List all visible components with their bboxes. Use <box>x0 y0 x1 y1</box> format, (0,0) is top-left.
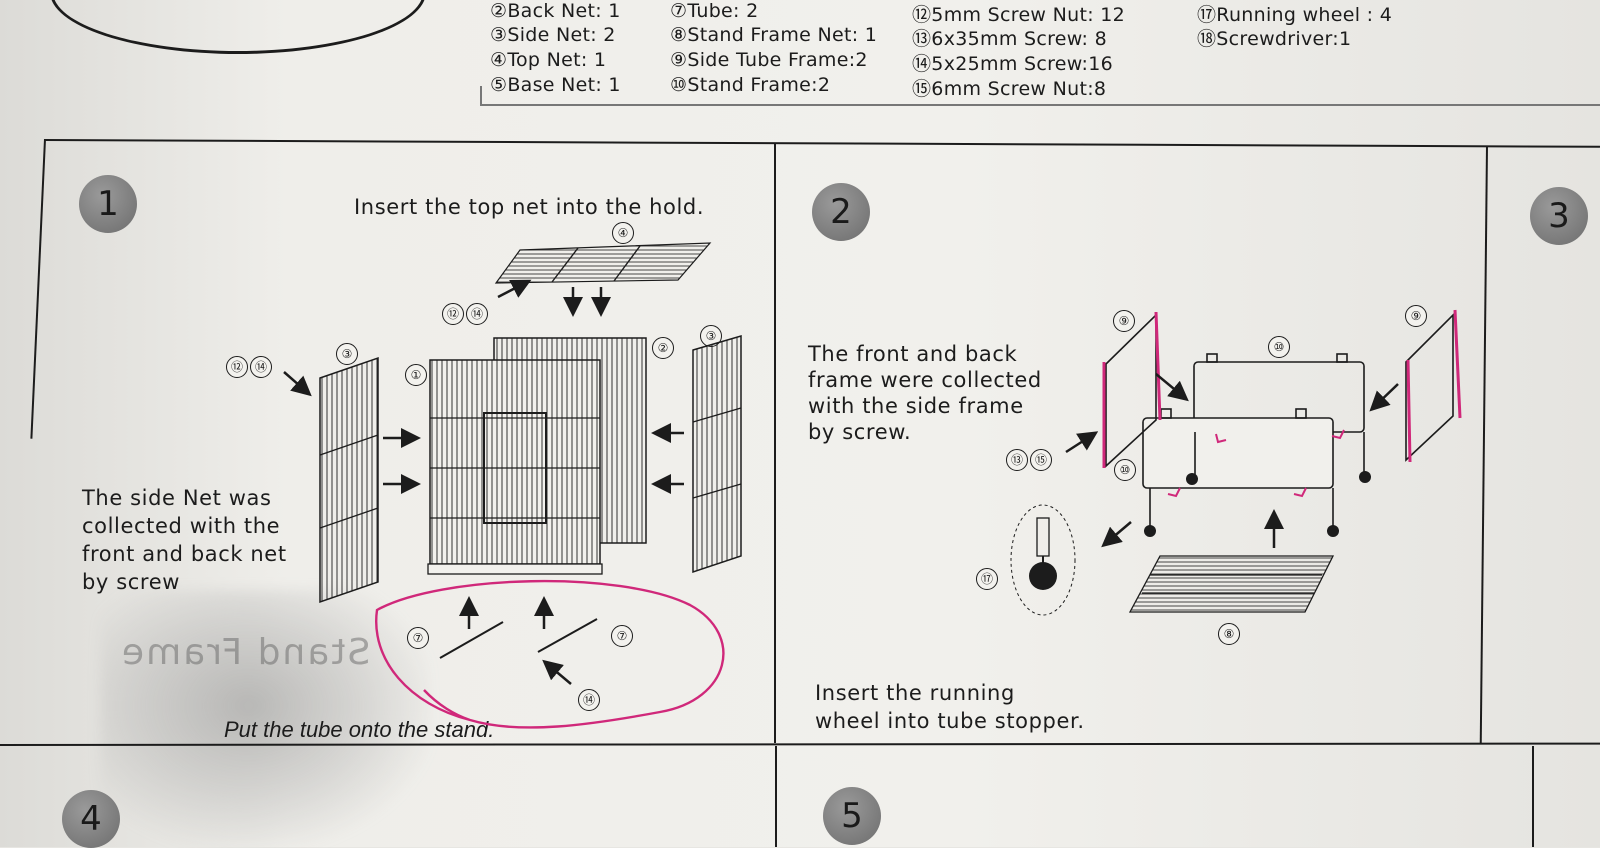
front-net-drawing <box>427 359 603 575</box>
part-running-wheel: ⑰Running wheel : 4 <box>1197 4 1393 26</box>
callout-stand-front: ⑩ <box>1114 459 1136 481</box>
step-1-side-note-1: The side Net was <box>82 486 272 510</box>
arrow-to-top-net <box>497 279 532 299</box>
step-2-instruction-2: wheel into tube stopper. <box>815 709 1085 733</box>
callout-top-net: ④ <box>612 222 634 244</box>
tube-drawings <box>439 618 598 659</box>
step-1-badge: 1 <box>79 175 137 233</box>
down-arrows <box>563 287 611 317</box>
side-tube-frame-left <box>1102 311 1162 468</box>
part-tube: ⑦Tube: 2 <box>670 0 759 22</box>
callout-front-net: ① <box>405 364 427 386</box>
part-back-net: ②Back Net: 1 <box>490 0 621 22</box>
callout-nut-b: ⑫ <box>226 356 248 378</box>
part-screwdriver: ⑱Screwdriver:1 <box>1197 28 1352 50</box>
part-6x35-screw: ⑬6x35mm Screw: 8 <box>912 28 1107 50</box>
step-2-note-4: by screw. <box>808 420 912 444</box>
panel-divider-4 <box>1532 746 1534 847</box>
step-1-instruction-top: Insert the top net into the hold. <box>354 195 705 219</box>
part-5mm-nut: ⑫5mm Screw Nut: 12 <box>912 4 1126 26</box>
step-1-instruction-bottom: Put the tube onto the stand. <box>224 717 495 742</box>
stand-frame-front <box>1142 408 1365 530</box>
callout-nut-a: ⑫ <box>442 303 464 325</box>
callout-base-net: ⑧ <box>1218 623 1240 645</box>
right-side-net-drawing <box>692 335 742 574</box>
step-2-badge: 2 <box>812 183 870 241</box>
callout-screw-a: ⑭ <box>466 303 488 325</box>
part-base-net: ⑤Base Net: 1 <box>490 74 621 96</box>
left-side-net-drawing <box>319 356 379 604</box>
callout-side-tube-right: ⑨ <box>1405 305 1427 327</box>
step-1-side-note-4: by screw <box>82 570 180 594</box>
part-stand-frame: ⑩Stand Frame:2 <box>670 74 831 96</box>
step-2-note-3: with the side frame <box>808 394 1024 418</box>
part-side-net: ③Side Net: 2 <box>490 24 616 46</box>
part-6mm-nut: ⑮6mm Screw Nut:8 <box>912 78 1107 100</box>
top-net-drawing <box>494 242 712 284</box>
callout-tube-screw: ⑭ <box>578 689 600 711</box>
callout-stand-back: ⑩ <box>1268 336 1290 358</box>
stand-feet <box>1144 471 1371 537</box>
parts-corner <box>480 86 482 106</box>
callout-screw-b: ⑭ <box>250 356 272 378</box>
part-side-tube-frame: ⑨Side Tube Frame:2 <box>670 49 868 71</box>
callout-wheel: ⑰ <box>976 568 998 590</box>
callout-side-left: ③ <box>336 343 358 365</box>
pink-ellipse-annotation <box>375 579 725 729</box>
step-2-note-2: frame were collected <box>808 368 1042 392</box>
callout-nut-15: ⑮ <box>1030 449 1052 471</box>
callout-screw-13: ⑬ <box>1006 449 1028 471</box>
side-tube-frame-right <box>1405 309 1462 463</box>
step-1-side-note-3: front and back net <box>82 542 287 566</box>
step-5-badge: 5 <box>823 787 881 845</box>
water-stain <box>100 590 430 847</box>
pink-markings-stand <box>1167 429 1345 498</box>
part-top-net: ④Top Net: 1 <box>490 49 607 71</box>
callout-tube-left: ⑦ <box>407 627 429 649</box>
step-2-instruction-1: Insert the running <box>815 681 1015 705</box>
panel-divider-1 <box>774 143 776 743</box>
part-stand-frame-net: ⑧Stand Frame Net: 1 <box>670 24 878 46</box>
base-net-drawing <box>1128 555 1335 613</box>
parts-list: ②Back Net: 1 ⑦Tube: 2 ⑫5mm Screw Nut: 12… <box>0 0 1600 104</box>
step-1-side-note-2: collected with the <box>82 514 281 538</box>
part-5x25-screw: ⑭5x25mm Screw:16 <box>912 53 1114 75</box>
parts-underline <box>480 104 1600 106</box>
callout-side-tube-left: ⑨ <box>1113 310 1135 332</box>
assembly-arrows-step-1 <box>283 371 684 685</box>
callout-back-net: ② <box>652 337 674 359</box>
step-4-badge: 4 <box>62 790 120 848</box>
step-2-note-1: The front and back <box>808 342 1018 366</box>
callout-tube-right: ⑦ <box>611 625 633 647</box>
running-wheel-drawing <box>1010 504 1076 616</box>
assembly-arrows-step-2 <box>1065 373 1399 548</box>
panel-divider-3 <box>775 746 777 847</box>
step-3-badge: 3 <box>1530 187 1588 245</box>
